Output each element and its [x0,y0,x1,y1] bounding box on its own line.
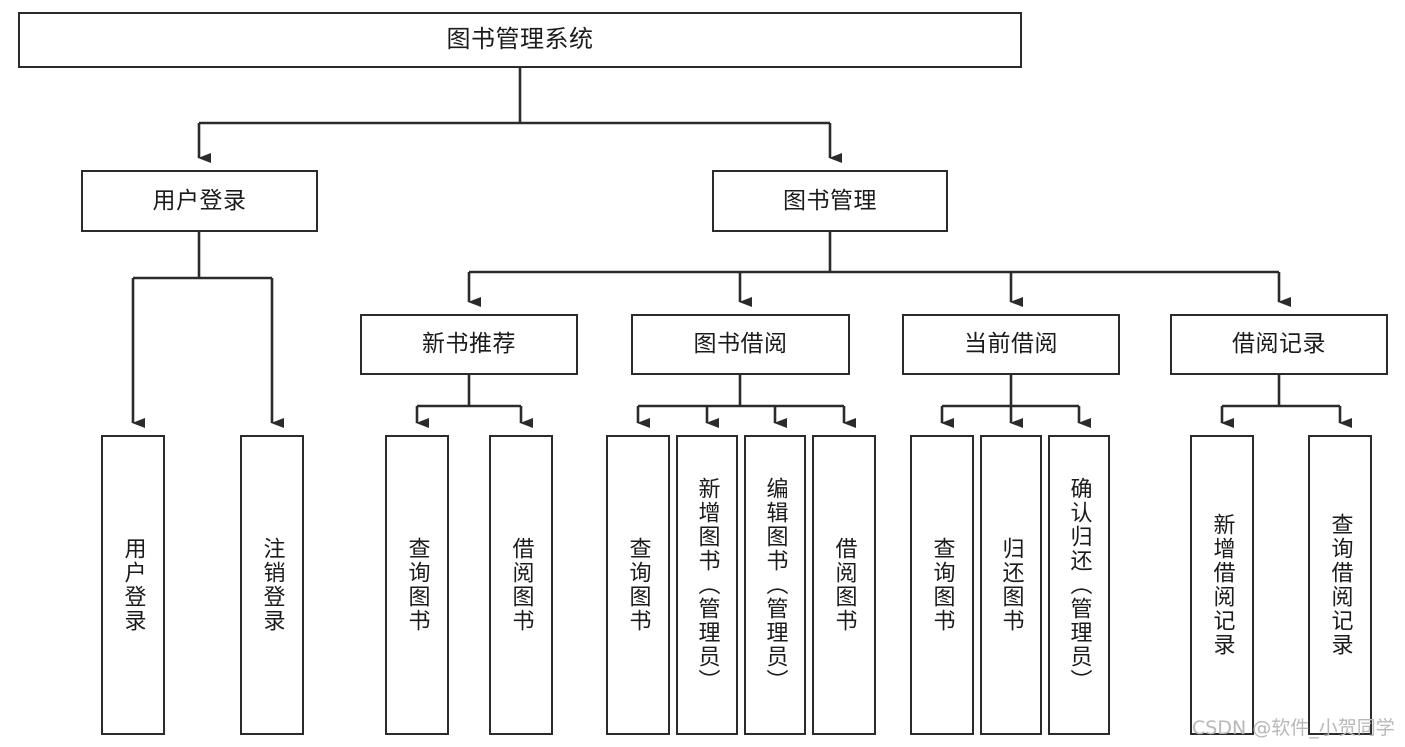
node-current-borrow-label: 当前借阅 [964,331,1058,358]
node-leaf-query-book-2[interactable]: 查询图书 [606,435,670,735]
node-leaf-borrow-book-2[interactable]: 借阅图书 [812,435,876,735]
node-root[interactable]: 图书管理系统 [18,12,1022,68]
node-leaf-logout-login-label: 注销登录 [259,537,285,633]
node-book-borrow-label: 图书借阅 [693,331,788,358]
node-current-borrow[interactable]: 当前借阅 [902,314,1120,375]
node-leaf-return-book-label: 归还图书 [998,537,1024,633]
node-user-login[interactable]: 用户登录 [81,170,318,232]
node-book-manage[interactable]: 图书管理 [712,170,948,232]
node-leaf-borrow-book-1[interactable]: 借阅图书 [489,435,553,735]
node-borrow-record-label: 借阅记录 [1232,331,1326,358]
node-leaf-query-book-1-label: 查询图书 [404,537,430,633]
node-leaf-return-book[interactable]: 归还图书 [980,435,1042,735]
node-leaf-query-record-label: 查询借阅记录 [1327,513,1353,657]
node-leaf-borrow-book-2-label: 借阅图书 [831,537,857,633]
node-leaf-add-book-label: 新增图书（管理员） [694,477,720,693]
node-leaf-confirm-return-label: 确认归还（管理员） [1066,477,1092,693]
node-leaf-add-book[interactable]: 新增图书（管理员） [676,435,738,735]
node-leaf-add-record-label: 新增借阅记录 [1209,513,1235,657]
node-leaf-add-record[interactable]: 新增借阅记录 [1190,435,1254,735]
node-leaf-query-book-2-label: 查询图书 [625,537,651,633]
node-leaf-confirm-return[interactable]: 确认归还（管理员） [1048,435,1110,735]
csdn-watermark: CSDN @软件_小贺同学 [1192,717,1395,739]
node-leaf-query-book-3[interactable]: 查询图书 [910,435,974,735]
node-leaf-user-login-label: 用户登录 [120,537,146,633]
node-leaf-edit-book-label: 编辑图书（管理员） [762,477,788,693]
node-leaf-query-record[interactable]: 查询借阅记录 [1308,435,1372,735]
node-leaf-borrow-book-1-label: 借阅图书 [508,537,534,633]
node-leaf-logout-login[interactable]: 注销登录 [240,435,304,735]
node-leaf-edit-book[interactable]: 编辑图书（管理员） [744,435,806,735]
node-user-login-label: 用户登录 [152,187,247,214]
node-book-borrow[interactable]: 图书借阅 [631,314,850,375]
node-book-manage-label: 图书管理 [783,187,877,214]
node-leaf-query-book-3-label: 查询图书 [929,537,955,633]
node-root-label: 图书管理系统 [446,25,594,54]
node-leaf-user-login[interactable]: 用户登录 [101,435,165,735]
node-borrow-record[interactable]: 借阅记录 [1170,314,1388,375]
node-new-book-recommend-label: 新书推荐 [422,331,516,358]
node-new-book-recommend[interactable]: 新书推荐 [360,314,578,375]
node-leaf-query-book-1[interactable]: 查询图书 [385,435,449,735]
